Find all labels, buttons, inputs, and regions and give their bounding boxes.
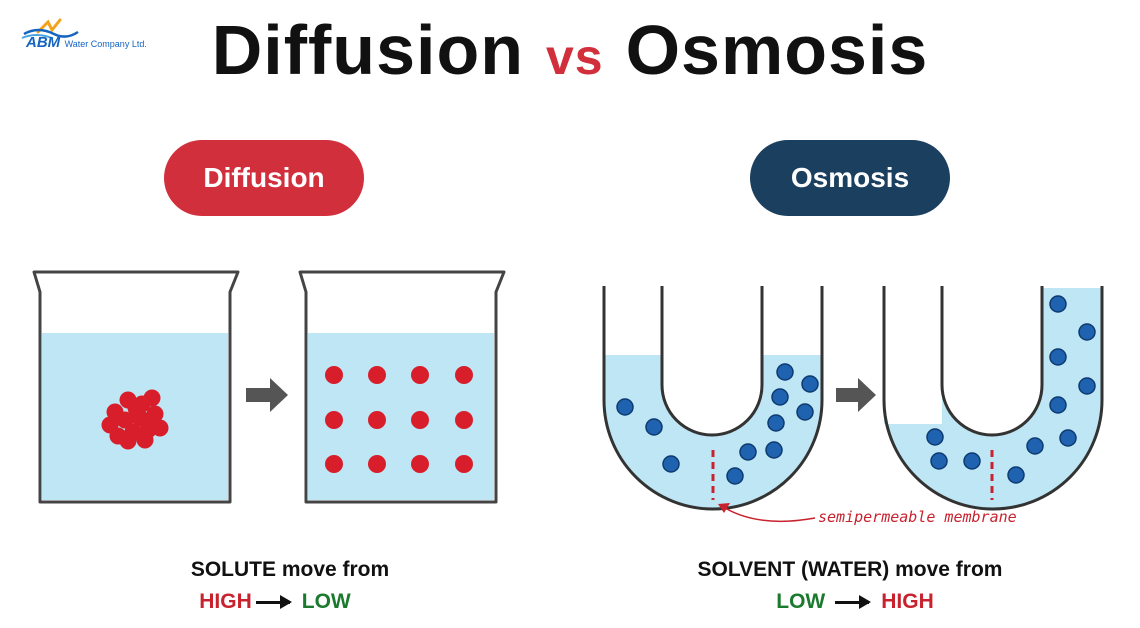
solvent-dot — [662, 455, 680, 473]
osmosis-flow: LOW HIGH — [650, 590, 1060, 614]
solvent-dots-before — [616, 363, 819, 485]
solute-dot — [455, 455, 473, 473]
u-tube-before-inner — [660, 286, 764, 437]
solvent-dot — [1007, 466, 1025, 484]
page-title: Diffusion vs Osmosis — [0, 10, 1140, 90]
diffusion-flow-from: HIGH — [199, 590, 252, 613]
diffusion-flow-to: LOW — [301, 590, 351, 613]
solvent-dot — [1049, 295, 1067, 313]
u-tube-after — [882, 286, 1104, 511]
logo-brand: ABM — [26, 34, 61, 51]
solvent-dot — [963, 452, 981, 470]
solute-dot — [143, 389, 161, 407]
u-tube-before — [602, 286, 824, 511]
solute-dot — [116, 411, 134, 429]
arrow-osmosis-icon — [836, 378, 876, 412]
solvent-dot — [796, 403, 814, 421]
osmosis-label-pill: Osmosis — [750, 140, 950, 216]
beaker-after-outline — [298, 270, 506, 504]
solvent-dot — [930, 452, 948, 470]
solute-dot — [141, 415, 159, 433]
solute-dot — [368, 366, 386, 384]
u-tube-before-outer — [602, 286, 824, 511]
membrane-pointer-icon — [724, 507, 816, 523]
title-vs: vs — [545, 29, 604, 85]
solute-cluster — [101, 389, 169, 450]
solvent-dots-after — [926, 295, 1096, 484]
solvent-dot — [726, 467, 744, 485]
osmosis-flow-from: LOW — [776, 590, 826, 613]
u-tube-before-water — [604, 355, 822, 509]
solvent-dot — [1049, 396, 1067, 414]
beaker-after-water — [308, 333, 494, 500]
solute-grid — [325, 366, 473, 473]
u-tube-after-outer — [882, 286, 1104, 511]
logo-wordmark: ABM Water Company Ltd. — [26, 34, 147, 52]
solute-dot — [325, 455, 343, 473]
solvent-dot — [616, 398, 634, 416]
solute-dot — [455, 366, 473, 384]
solute-dot — [325, 411, 343, 429]
diffusion-caption: SOLUTE move from — [190, 558, 390, 581]
arrow-right-icon — [835, 594, 872, 609]
membrane-label: semipermeable membrane — [818, 508, 1017, 526]
solute-dot — [455, 411, 473, 429]
logo-company: Water Company Ltd. — [64, 39, 147, 49]
diffusion-label-pill: Diffusion — [164, 140, 364, 216]
solute-dot — [127, 399, 145, 417]
solvent-dot — [645, 418, 663, 436]
solvent-dot — [771, 388, 789, 406]
logo-icon — [21, 18, 79, 39]
beaker-before-outline — [32, 270, 240, 504]
title-osmosis: Osmosis — [625, 11, 929, 89]
solute-dot — [368, 411, 386, 429]
solute-dot — [119, 432, 137, 450]
solute-dot — [325, 366, 343, 384]
solute-dot — [411, 411, 429, 429]
osmosis-flow-to: HIGH — [881, 590, 934, 613]
solute-dot — [411, 366, 429, 384]
osmosis-caption: SOLVENT (WATER) move from — [697, 558, 1003, 581]
solvent-dot — [776, 363, 794, 381]
solvent-dot — [739, 443, 757, 461]
title-diffusion: Diffusion — [211, 11, 524, 89]
solvent-dot — [1078, 377, 1096, 395]
solvent-dot — [767, 414, 785, 432]
beaker-after — [298, 270, 506, 504]
arrow-diffusion-icon — [246, 378, 288, 412]
solute-dot — [411, 455, 429, 473]
solvent-dot — [765, 441, 783, 459]
solvent-dot — [801, 375, 819, 393]
solute-dot — [368, 455, 386, 473]
u-tube-after-inner — [940, 286, 1044, 437]
membrane-pointer-head-icon — [718, 503, 730, 513]
arrow-right-icon — [255, 594, 292, 609]
solute-dot — [136, 431, 154, 449]
diffusion-flow: HIGH LOW — [90, 590, 460, 614]
solvent-dot — [1026, 437, 1044, 455]
solvent-dot — [926, 428, 944, 446]
solvent-dot — [1078, 323, 1096, 341]
solvent-dot — [1049, 348, 1067, 366]
solvent-dot — [1059, 429, 1077, 447]
beaker-before — [32, 270, 240, 504]
